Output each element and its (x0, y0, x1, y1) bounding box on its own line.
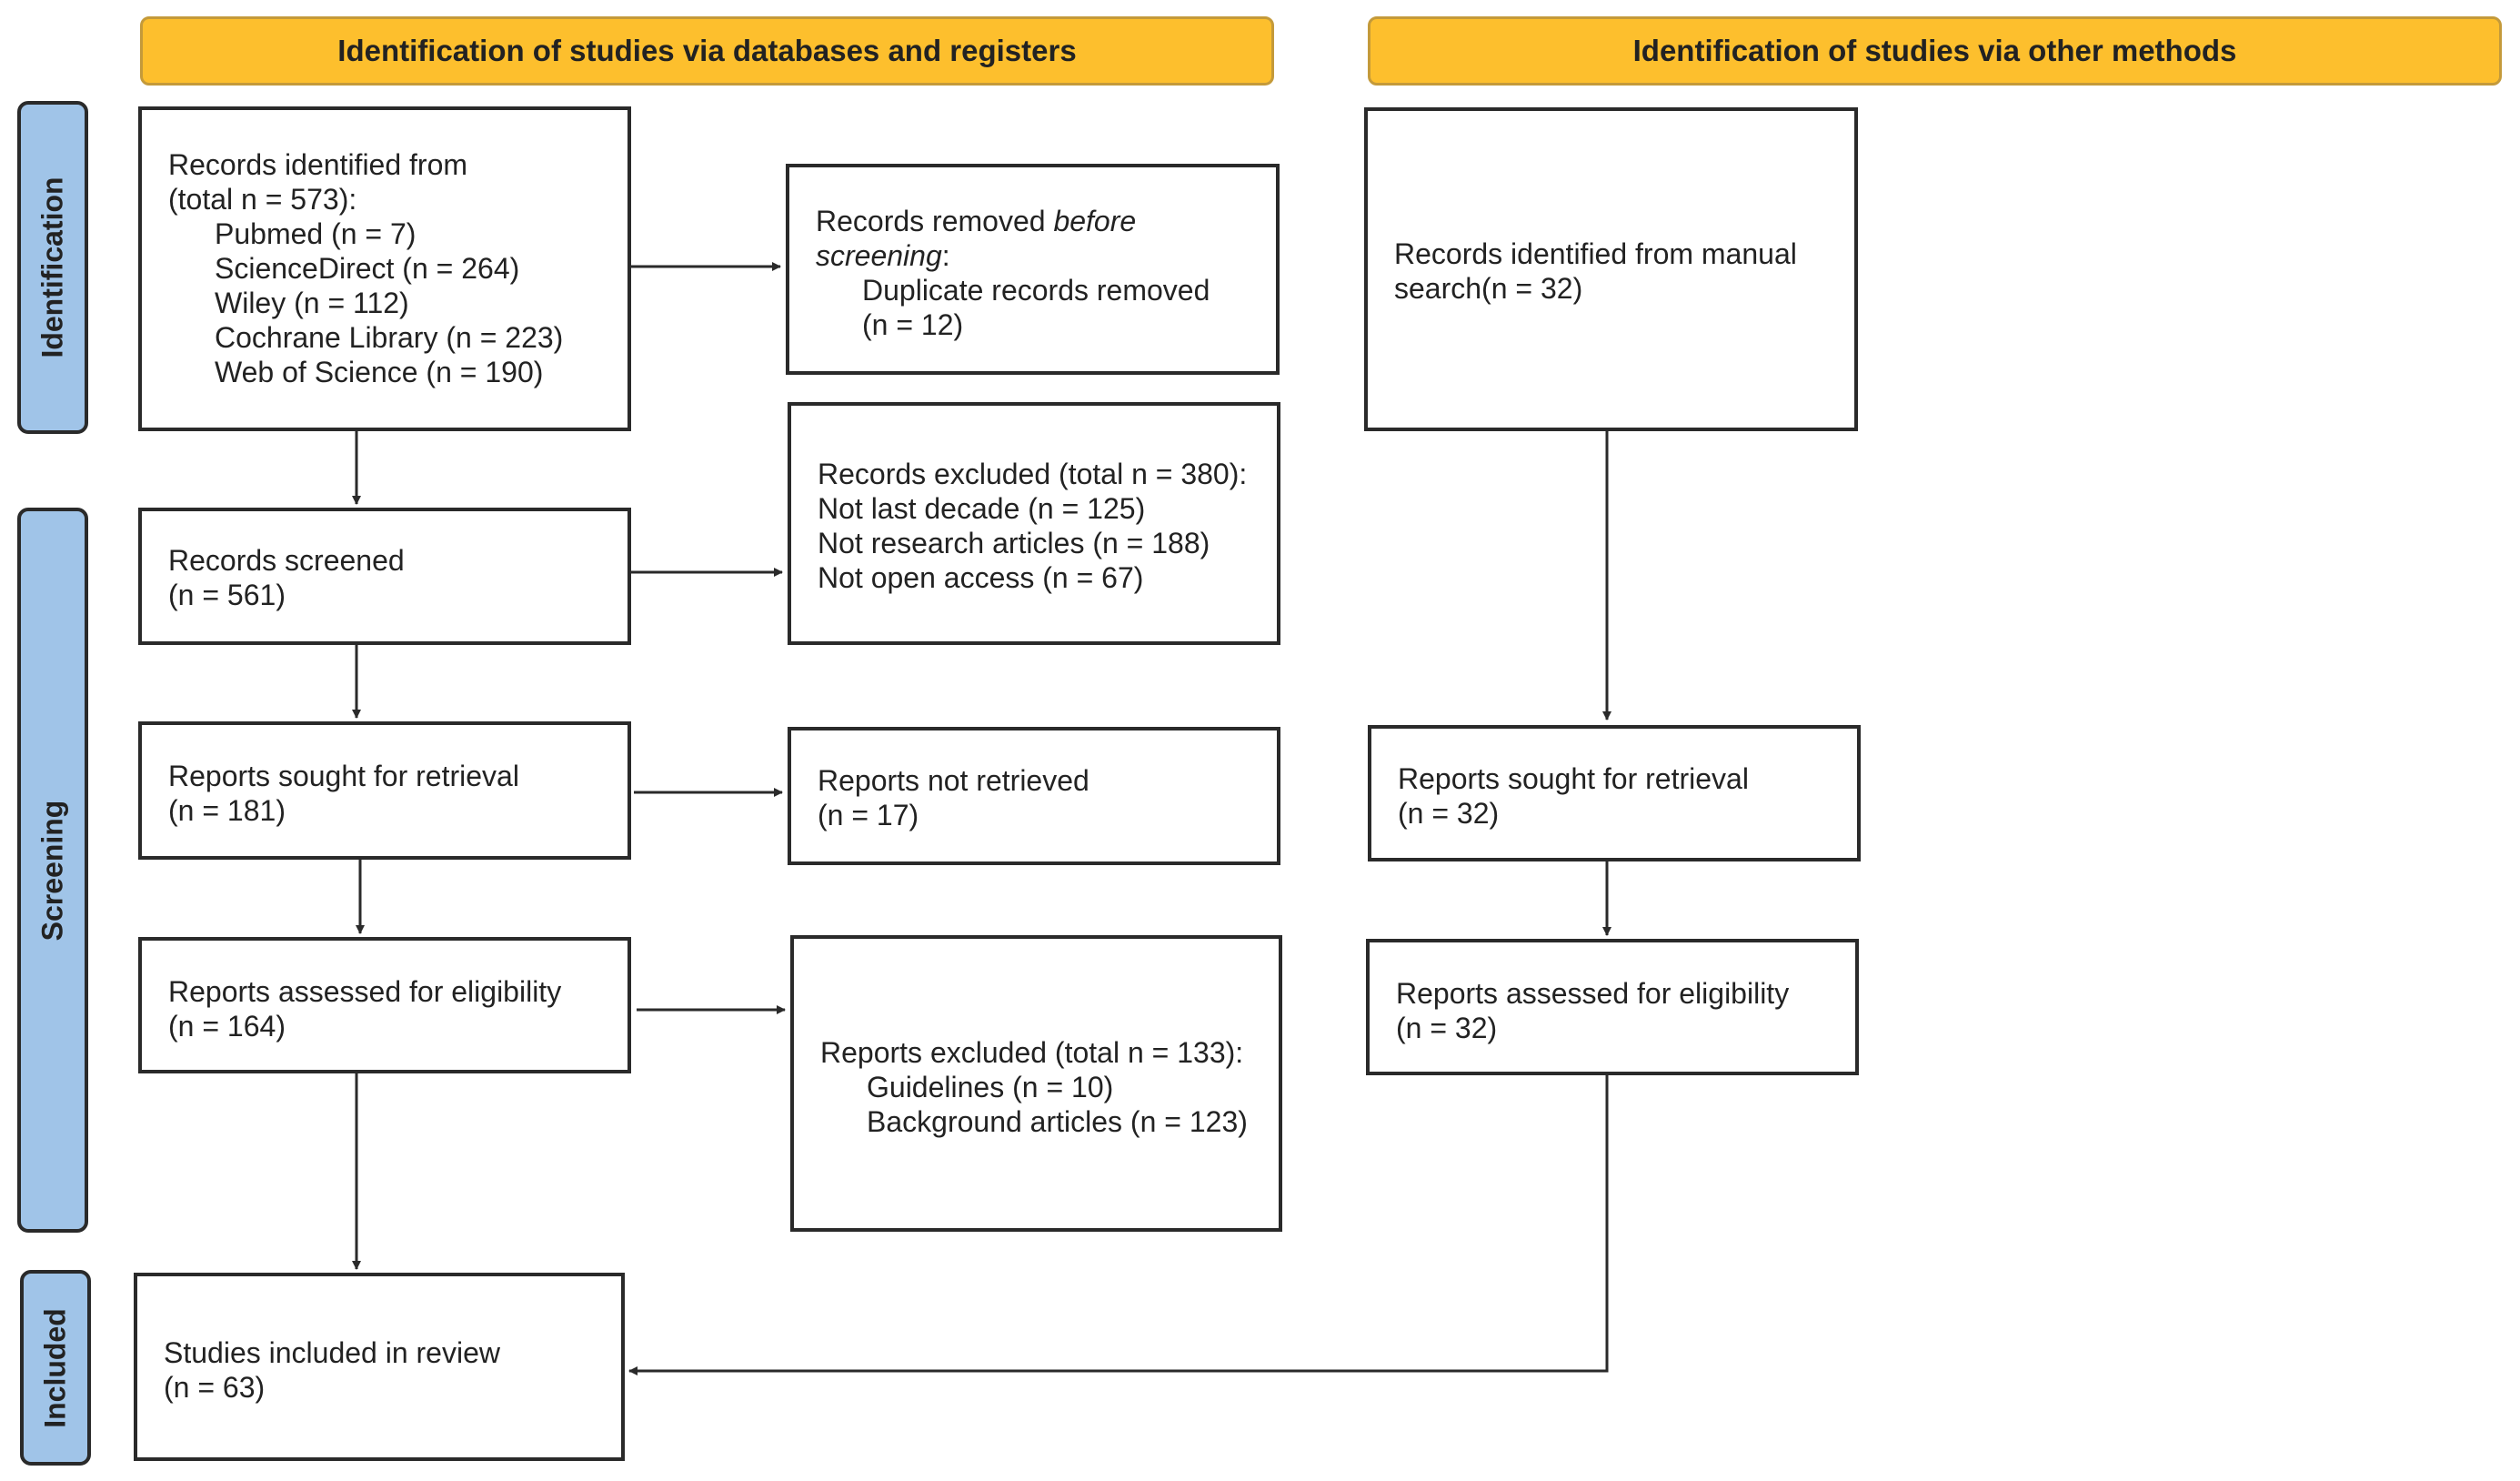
other-sought-count: (n = 32) (1398, 797, 1500, 830)
source-web-of-science: Web of Science (n = 190) (215, 356, 544, 388)
records-screened-box: Records screened(n = 561) (138, 508, 631, 645)
source-wiley: Wiley (n = 112) (215, 287, 409, 319)
reports-assessed-label: Reports assessed for eligibility (168, 975, 562, 1008)
reports-sought-box: Reports sought for retrieval(n = 181) (138, 721, 631, 860)
phase-screening: Screening (17, 508, 88, 1233)
source-sciencedirect: ScienceDirect (n = 264) (215, 252, 520, 285)
phase-identification: Identification (17, 101, 88, 434)
reports-excluded-box: Reports excluded (total n = 133): Guidel… (790, 935, 1282, 1232)
records-excluded-box: Records excluded (total n = 380): Not la… (788, 402, 1280, 645)
other-assessed-label: Reports assessed for eligibility (1396, 977, 1790, 1010)
duplicates-count: (n = 12) (862, 308, 964, 341)
reports-excluded-total: Reports excluded (total n = 133): (820, 1036, 1244, 1069)
arrow-other-assessed-to-included (628, 1075, 1609, 1375)
records-screened-count: (n = 561) (168, 579, 286, 611)
records-identified-line1: Records identified from (168, 148, 468, 181)
records-identified-line2: (total n = 573): (168, 183, 357, 216)
phase-included: Included (20, 1270, 91, 1466)
records-removed-screening: screening (816, 239, 942, 272)
reports-sought-count: (n = 181) (168, 794, 286, 827)
reports-assessed-count: (n = 164) (168, 1010, 286, 1043)
other-assessed-box: Reports assessed for eligibility(n = 32) (1366, 939, 1859, 1075)
header-other-methods: Identification of studies via other meth… (1368, 16, 2502, 86)
records-identified-box: Records identified from (total n = 573):… (138, 106, 631, 431)
reports-not-retrieved-count: (n = 17) (818, 799, 919, 831)
excluded-not-research: Not research articles (n = 188) (818, 527, 1210, 559)
excluded-not-open-access: Not open access (n = 67) (818, 561, 1144, 594)
manual-search-count: search(n = 32) (1394, 272, 1583, 305)
reports-assessed-box: Reports assessed for eligibility(n = 164… (138, 937, 631, 1073)
source-cochrane: Cochrane Library (n = 223) (215, 321, 564, 354)
records-removed-colon: : (941, 239, 950, 272)
excluded-background: Background articles (n = 123) (867, 1105, 1248, 1138)
other-sought-box: Reports sought for retrieval(n = 32) (1368, 725, 1861, 861)
other-sought-label: Reports sought for retrieval (1398, 762, 1749, 795)
records-excluded-total: Records excluded (total n = 380): (818, 458, 1248, 490)
duplicates-label: Duplicate records removed (862, 274, 1210, 307)
records-screened-label: Records screened (168, 544, 405, 577)
studies-included-box: Studies included in review(n = 63) (134, 1273, 625, 1461)
reports-not-retrieved-box: Reports not retrieved(n = 17) (788, 727, 1280, 865)
manual-search-label: Records identified from manual (1394, 237, 1797, 270)
studies-included-label: Studies included in review (164, 1336, 500, 1369)
records-removed-box: Records removed before screening: Duplic… (786, 164, 1280, 375)
reports-not-retrieved-label: Reports not retrieved (818, 764, 1089, 797)
header-databases-label: Identification of studies via databases … (337, 34, 1077, 67)
header-other-label: Identification of studies via other meth… (1632, 34, 2237, 67)
source-pubmed: Pubmed (n = 7) (215, 217, 417, 250)
records-removed-line1: Records removed (816, 205, 1054, 237)
records-removed-before: before (1053, 205, 1137, 237)
header-databases: Identification of studies via databases … (140, 16, 1274, 86)
studies-included-count: (n = 63) (164, 1371, 266, 1404)
other-assessed-count: (n = 32) (1396, 1012, 1498, 1044)
excluded-not-last-decade: Not last decade (n = 125) (818, 492, 1146, 525)
reports-sought-label: Reports sought for retrieval (168, 760, 519, 792)
excluded-guidelines: Guidelines (n = 10) (867, 1071, 1114, 1103)
